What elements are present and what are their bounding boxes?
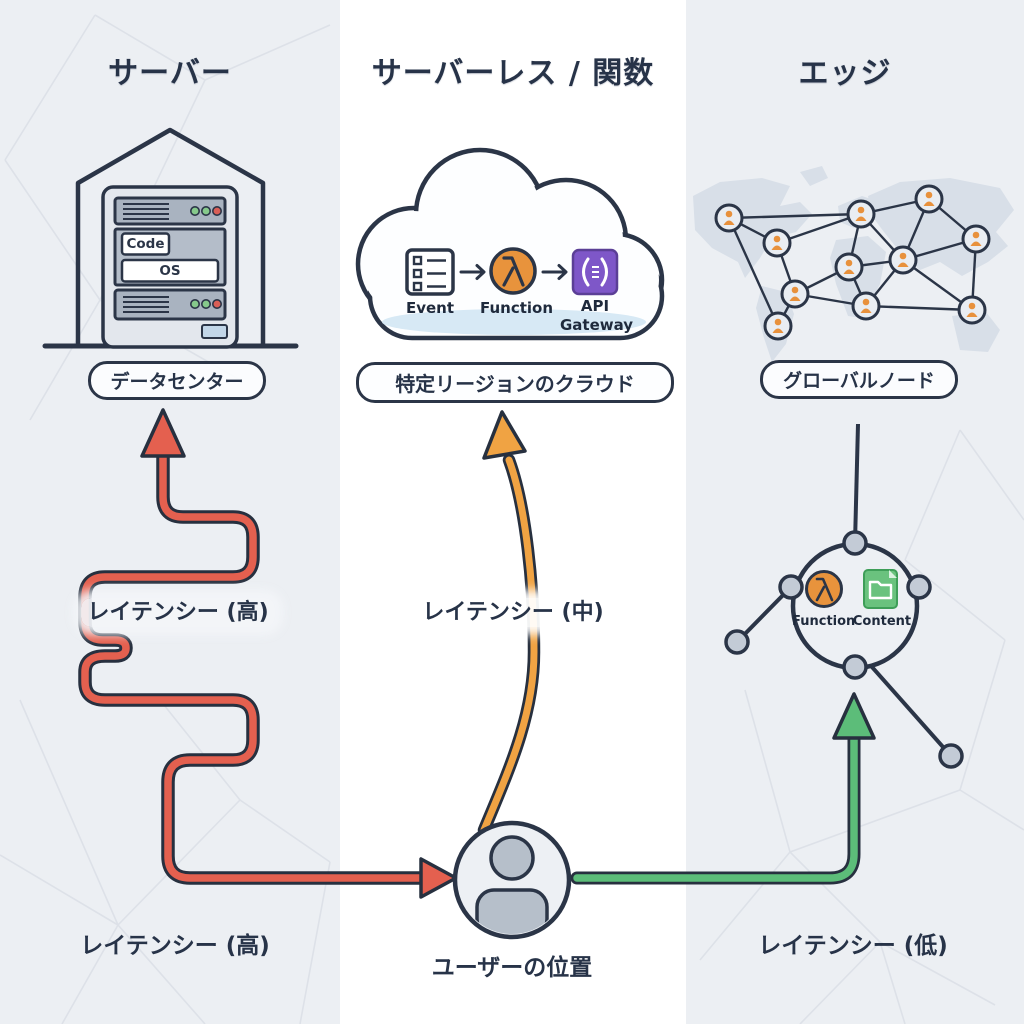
latency-low-label: レイテンシー (低) — [758, 933, 948, 959]
badge-data-center: データセンター — [88, 361, 266, 400]
edge-node-circle — [790, 541, 920, 671]
event-icon — [405, 248, 455, 296]
flow-arrow-1 — [459, 264, 486, 280]
rack-leds-bottom — [190, 298, 223, 309]
column-title-server: サーバー — [108, 56, 232, 91]
badge-global-nodes: グローバルノード — [760, 360, 958, 399]
user-location-icon — [452, 820, 572, 940]
code-box — [120, 232, 171, 256]
os-box-label: OS — [159, 263, 181, 279]
latency-high-path — [78, 408, 458, 899]
api-gateway-icon — [571, 248, 619, 296]
arrowhead-up-red — [140, 408, 186, 458]
edge-content-icon — [863, 569, 898, 609]
cloud-bottom-shading — [382, 309, 646, 335]
column-title-serverless: サーバーレス / 関数 — [371, 56, 655, 91]
building-outline — [75, 127, 266, 345]
arrowhead-up-green — [832, 692, 876, 740]
map-nodes — [714, 184, 991, 341]
latency-medium-label: レイテンシー (中) — [405, 594, 621, 627]
api-gateway-caption: API Gateway — [560, 297, 634, 334]
latency-high-label-mid-text: レイテンシー (高) — [81, 598, 275, 627]
arrowhead-up-orange — [482, 410, 527, 460]
latency-high-label-mid: レイテンシー (高) — [68, 594, 288, 627]
flow-arrow-2 — [541, 264, 568, 280]
world-map — [693, 166, 1014, 362]
latency-medium-label-text: レイテンシー (中) — [416, 598, 610, 627]
edge-function-caption: Function — [792, 614, 856, 629]
badge-region-cloud: 特定リージョンのクラウド — [356, 362, 674, 403]
latency-medium-path — [477, 410, 541, 837]
event-caption: Event — [405, 299, 455, 317]
lambda-function-icon — [489, 247, 537, 295]
rack-badge — [201, 324, 228, 339]
server-rack — [101, 185, 239, 349]
os-box — [120, 258, 220, 283]
latency-high-label-bottom: レイテンシー (高) — [80, 933, 270, 959]
region-cloud-illustration — [355, 147, 665, 341]
edge-lambda-icon — [805, 570, 843, 608]
arrowhead-right-red — [419, 857, 458, 899]
function-caption: Function — [480, 299, 554, 317]
edge-content-caption: Content — [852, 614, 912, 629]
rack-vents-top — [123, 203, 169, 220]
rack-vents-bottom — [123, 296, 169, 313]
data-center-illustration — [42, 127, 299, 349]
user-location-label: ユーザーの位置 — [431, 955, 593, 981]
edge-node-connectors — [724, 530, 964, 769]
code-box-label: Code — [126, 236, 165, 252]
latency-low-path — [570, 692, 876, 885]
column-title-edge: エッジ — [798, 56, 892, 91]
rack-leds-top — [190, 206, 223, 217]
edge-node-detail — [724, 423, 964, 769]
